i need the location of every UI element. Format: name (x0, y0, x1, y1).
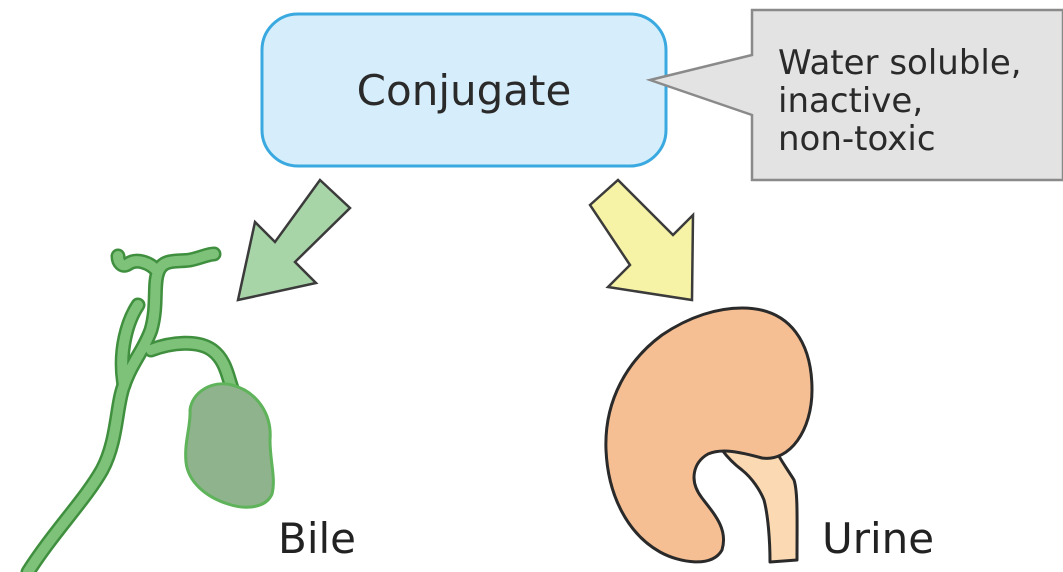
urine-arrow (590, 180, 693, 300)
bile-arrow (238, 180, 350, 300)
property-line: inactive, (778, 82, 1022, 120)
conjugate-label: Conjugate (262, 14, 666, 166)
gallbladder (186, 384, 274, 507)
property-line: Water soluble, (778, 44, 1022, 82)
properties-text: Water soluble, inactive, non-toxic (778, 44, 1022, 158)
bile-label: Bile (278, 515, 356, 563)
urine-label: Urine (822, 515, 934, 563)
property-line: non-toxic (778, 120, 1022, 158)
